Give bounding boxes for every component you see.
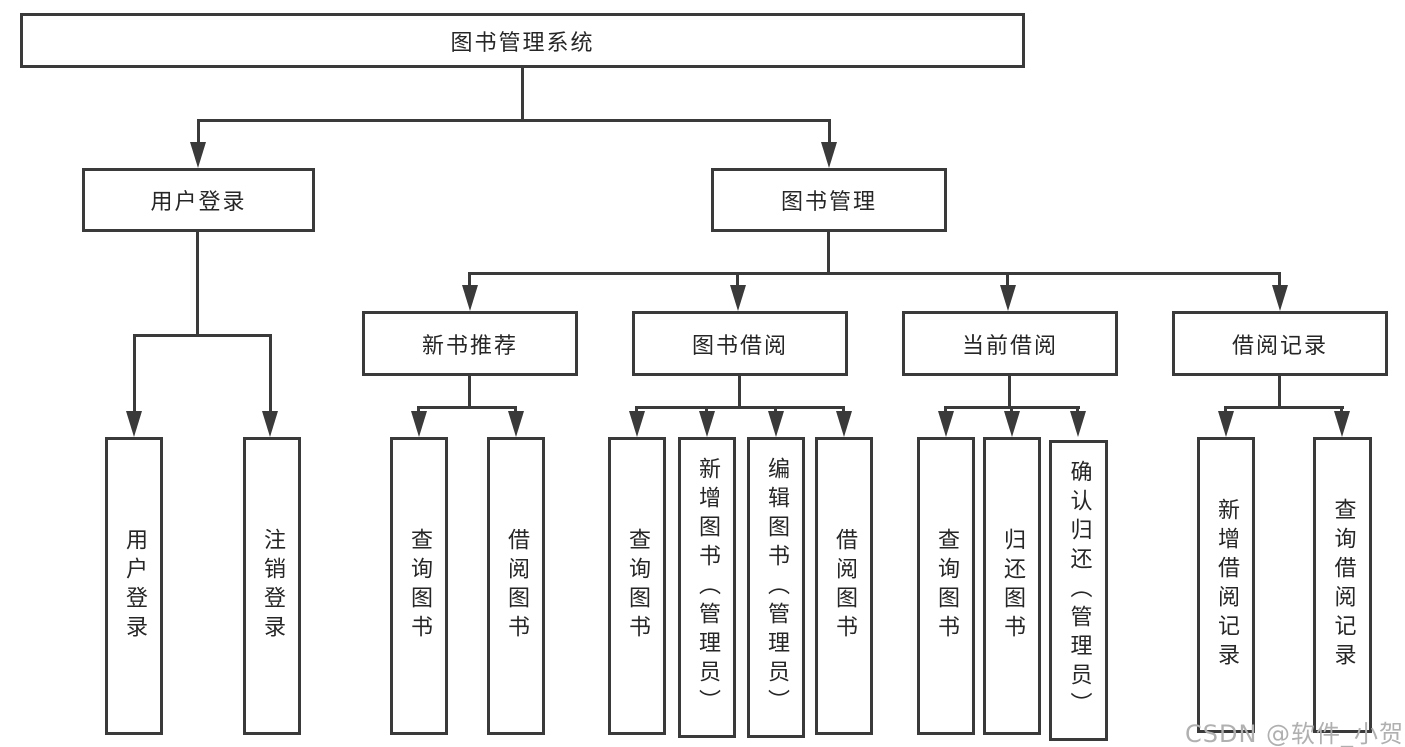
- connector-line: [738, 376, 741, 408]
- connector-line: [521, 68, 524, 121]
- leaf-br-query-record: 查询借阅记录: [1313, 437, 1372, 733]
- connector-line: [197, 119, 831, 122]
- node-user-login: 用户登录: [82, 168, 315, 232]
- connector-line: [417, 406, 420, 414]
- leaf-bb-edit-book: 编辑图书（管理员）: [747, 437, 805, 738]
- node-book-management: 图书管理: [711, 168, 947, 232]
- leaf-br-add-record: 新增借阅记录: [1197, 437, 1255, 733]
- connector-line: [827, 232, 830, 274]
- connector-line: [1224, 406, 1227, 414]
- leaf-nb-borrow-book: 借阅图书: [487, 437, 545, 735]
- connector-line: [468, 376, 471, 408]
- node-borrow-record: 借阅记录: [1172, 311, 1388, 376]
- arrow-down-icon: [629, 411, 645, 437]
- connector-line: [774, 406, 777, 414]
- arrow-down-icon: [836, 411, 852, 437]
- arrow-down-icon: [126, 411, 142, 437]
- arrow-down-icon: [1272, 285, 1288, 311]
- connector-line: [197, 119, 200, 145]
- connector-line: [1010, 406, 1013, 414]
- arrow-down-icon: [1000, 285, 1016, 311]
- arrow-down-icon: [508, 411, 524, 437]
- leaf-nb-query-book: 查询图书: [390, 437, 448, 735]
- leaf-cb-return-book: 归还图书: [983, 437, 1041, 735]
- connector-line: [636, 406, 845, 409]
- connector-line: [1340, 406, 1343, 414]
- arrow-down-icon: [768, 411, 784, 437]
- arrow-down-icon: [1334, 411, 1350, 437]
- leaf-bb-query-book: 查询图书: [608, 437, 666, 735]
- arrow-down-icon: [262, 411, 278, 437]
- connector-line: [842, 406, 845, 414]
- connector-line: [828, 119, 831, 145]
- connector-line: [1008, 376, 1011, 408]
- leaf-user-login: 用户登录: [105, 437, 163, 735]
- arrow-down-icon: [1070, 411, 1086, 437]
- node-new-book-recommend: 新书推荐: [362, 311, 578, 376]
- connector-line: [1006, 272, 1009, 288]
- connector-line: [736, 272, 739, 288]
- watermark: CSDN @软件_小贺同学: [1185, 720, 1405, 747]
- connector-line: [269, 334, 272, 413]
- node-root: 图书管理系统: [20, 13, 1025, 68]
- connector-line: [418, 406, 517, 409]
- leaf-logout: 注销登录: [243, 437, 301, 735]
- node-current-borrow: 当前借阅: [902, 311, 1118, 376]
- connector-line: [1278, 376, 1281, 408]
- leaf-cb-confirm-return: 确认归还（管理员）: [1049, 440, 1108, 741]
- connector-line: [944, 406, 947, 414]
- connector-line: [635, 406, 638, 414]
- arrow-down-icon: [1218, 411, 1234, 437]
- arrow-down-icon: [730, 285, 746, 311]
- leaf-cb-query-book: 查询图书: [917, 437, 975, 735]
- arrow-down-icon: [190, 142, 206, 168]
- arrow-down-icon: [699, 411, 715, 437]
- connector-line: [468, 272, 471, 288]
- connector-line: [196, 232, 199, 337]
- leaf-bb-add-book: 新增图书（管理员）: [678, 437, 736, 738]
- connector-line: [1278, 272, 1281, 288]
- connector-line: [1076, 406, 1079, 414]
- arrow-down-icon: [821, 142, 837, 168]
- connector-line: [133, 334, 136, 413]
- connector-line: [514, 406, 517, 414]
- connector-line: [705, 406, 708, 414]
- arrow-down-icon: [411, 411, 427, 437]
- leaf-bb-borrow-book: 借阅图书: [815, 437, 873, 735]
- arrow-down-icon: [938, 411, 954, 437]
- connector-line: [1225, 406, 1344, 409]
- connector-line: [469, 272, 1281, 275]
- node-book-borrow: 图书借阅: [632, 311, 848, 376]
- arrow-down-icon: [1004, 411, 1020, 437]
- arrow-down-icon: [462, 285, 478, 311]
- connector-line: [133, 334, 272, 337]
